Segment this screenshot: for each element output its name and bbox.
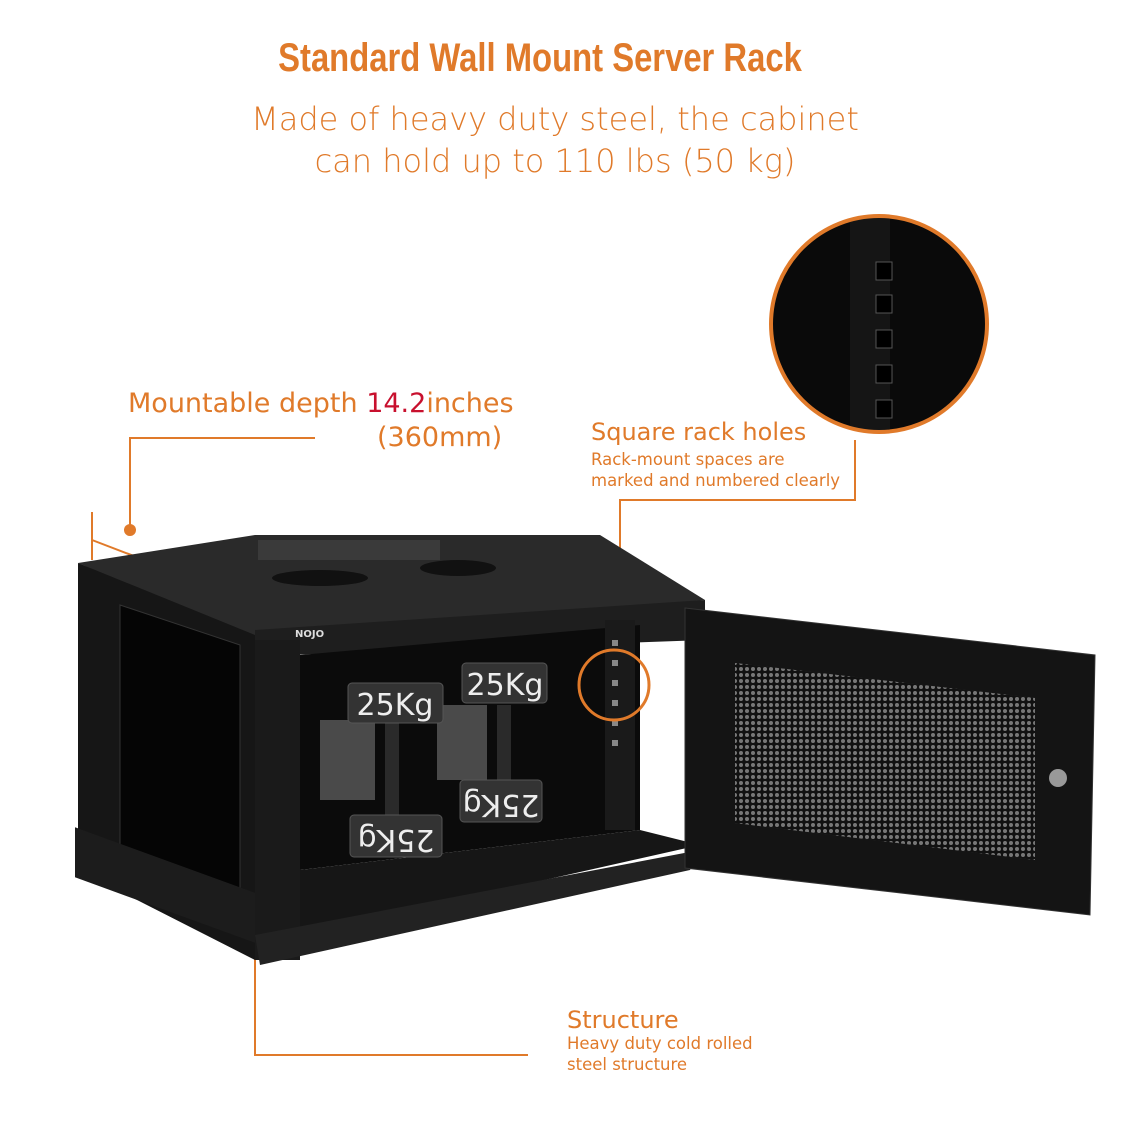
weight-label: 25Kg — [358, 822, 435, 857]
structure-title: Structure — [567, 1006, 679, 1034]
rack-holes-closeup — [771, 216, 987, 432]
weight-label: 25Kg — [357, 688, 434, 723]
rack-holes-desc-1: Rack-mount spaces are — [591, 450, 785, 469]
depth-metric: (360mm) — [377, 422, 503, 453]
rack-holes-highlight-circle — [577, 648, 651, 722]
depth-callout: Mountable depth 14.2inches — [128, 388, 514, 419]
rack-holes-desc-2: marked and numbered clearly — [591, 471, 841, 490]
structure-desc-1: Heavy duty cold rolled — [567, 1034, 753, 1053]
rack-holes-closeup-frame — [769, 214, 989, 434]
brand-logo: NOJO — [295, 629, 324, 640]
weight-label: 25Kg — [467, 668, 544, 703]
door-lock-icon — [1049, 769, 1067, 787]
weight-label: 25Kg — [463, 787, 540, 822]
depth-value: 14.2 — [366, 388, 427, 419]
page-title: Standard Wall Mount Server Rack — [278, 36, 802, 80]
cabinet-door — [684, 607, 1096, 916]
subtitle-line-2: can hold up to 110 lbs (50 kg) — [314, 142, 796, 180]
rack-holes-title: Square rack holes — [591, 418, 807, 446]
depth-marker-dot — [124, 524, 136, 536]
weights — [320, 662, 548, 858]
structure-desc-2: steel structure — [567, 1055, 688, 1074]
subtitle-line-1: Made of heavy duty steel, the cabinet — [251, 100, 859, 138]
depth-label: Mountable depth — [128, 388, 367, 419]
depth-unit: inches — [426, 388, 514, 419]
